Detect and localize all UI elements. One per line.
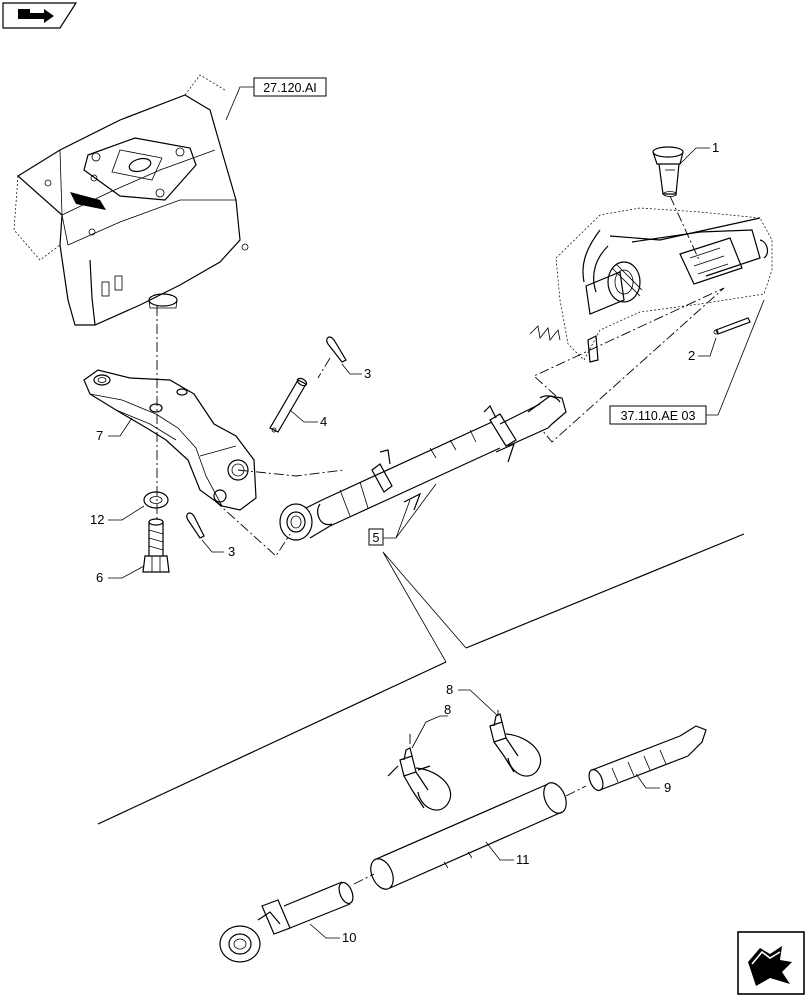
leader-11 [485, 841, 514, 861]
clip-part-8-right [489, 713, 542, 777]
hitch-leader [706, 299, 765, 416]
leader-3a [341, 363, 362, 375]
leader-7 [108, 417, 133, 437]
bolt-part-6 [142, 518, 170, 573]
pin-part-4 [269, 377, 308, 433]
callout-11: 11 [516, 852, 530, 867]
callout-3-lower: 3 [228, 544, 235, 559]
leader-2 [698, 337, 717, 357]
axis-line-cotter [317, 357, 331, 379]
cotter-pin-lower [186, 512, 205, 539]
leader-1 [679, 147, 710, 165]
washer-part-12 [143, 491, 169, 509]
exploded-frame-lower [97, 661, 447, 825]
callout-1: 1 [712, 140, 719, 155]
back-button[interactable] [2, 2, 78, 29]
callout-12: 12 [90, 512, 104, 527]
leader-6 [108, 565, 145, 579]
leader-9 [635, 773, 660, 789]
next-page-button[interactable] [737, 931, 805, 995]
gearbox-housing [13, 74, 249, 326]
callout-10: 10 [342, 930, 356, 945]
kit-leader-upper [383, 483, 437, 539]
next-page-icon [748, 946, 792, 986]
callout-8-right: 8 [446, 682, 453, 697]
axis-line-inner [565, 785, 587, 797]
axis-line-link [237, 469, 345, 477]
cotter-pin-upper [326, 336, 347, 363]
gearbox-reference[interactable]: 27.120.AI [253, 77, 327, 97]
axis-line-pin [213, 499, 291, 557]
axis-line-hitch [533, 287, 725, 443]
rod-part-9 [588, 725, 707, 792]
callout-3-upper: 3 [364, 366, 371, 381]
tube-part-11 [370, 782, 567, 890]
leader-8a [411, 715, 448, 749]
callout-8-left: 8 [444, 702, 451, 717]
exploded-frame-upper [465, 533, 745, 649]
pin-part-1 [652, 146, 684, 197]
callout-7: 7 [96, 428, 103, 443]
axis-line-tube [353, 873, 375, 885]
axis-line-pin-1 [669, 195, 701, 263]
ball-end-part-10 [219, 881, 354, 963]
leader-12 [108, 505, 145, 521]
kit-leader-lower [382, 551, 467, 663]
leader-8b [458, 689, 499, 717]
bracket-part-7 [83, 369, 257, 511]
top-link-assembly [279, 395, 567, 541]
callout-9: 9 [664, 780, 671, 795]
back-arrow-icon [18, 9, 54, 23]
clip-part-8-left [387, 747, 452, 811]
gearbox-leader [225, 86, 254, 121]
leader-3b [201, 539, 224, 553]
callout-4: 4 [320, 414, 327, 429]
callout-2: 2 [688, 348, 695, 363]
gearbox-reference-label: 27.120.AI [263, 81, 317, 95]
clip-part-2 [713, 317, 751, 335]
callout-6: 6 [96, 570, 103, 585]
hitch-reference[interactable]: 37.110.AE 03 [609, 405, 707, 425]
leader-4 [289, 409, 318, 423]
hitch-housing [529, 207, 773, 363]
kit-reference[interactable]: 5 [368, 528, 384, 546]
hitch-reference-label: 37.110.AE 03 [621, 409, 696, 423]
leader-10 [309, 923, 340, 939]
kit-reference-label: 5 [373, 531, 380, 545]
